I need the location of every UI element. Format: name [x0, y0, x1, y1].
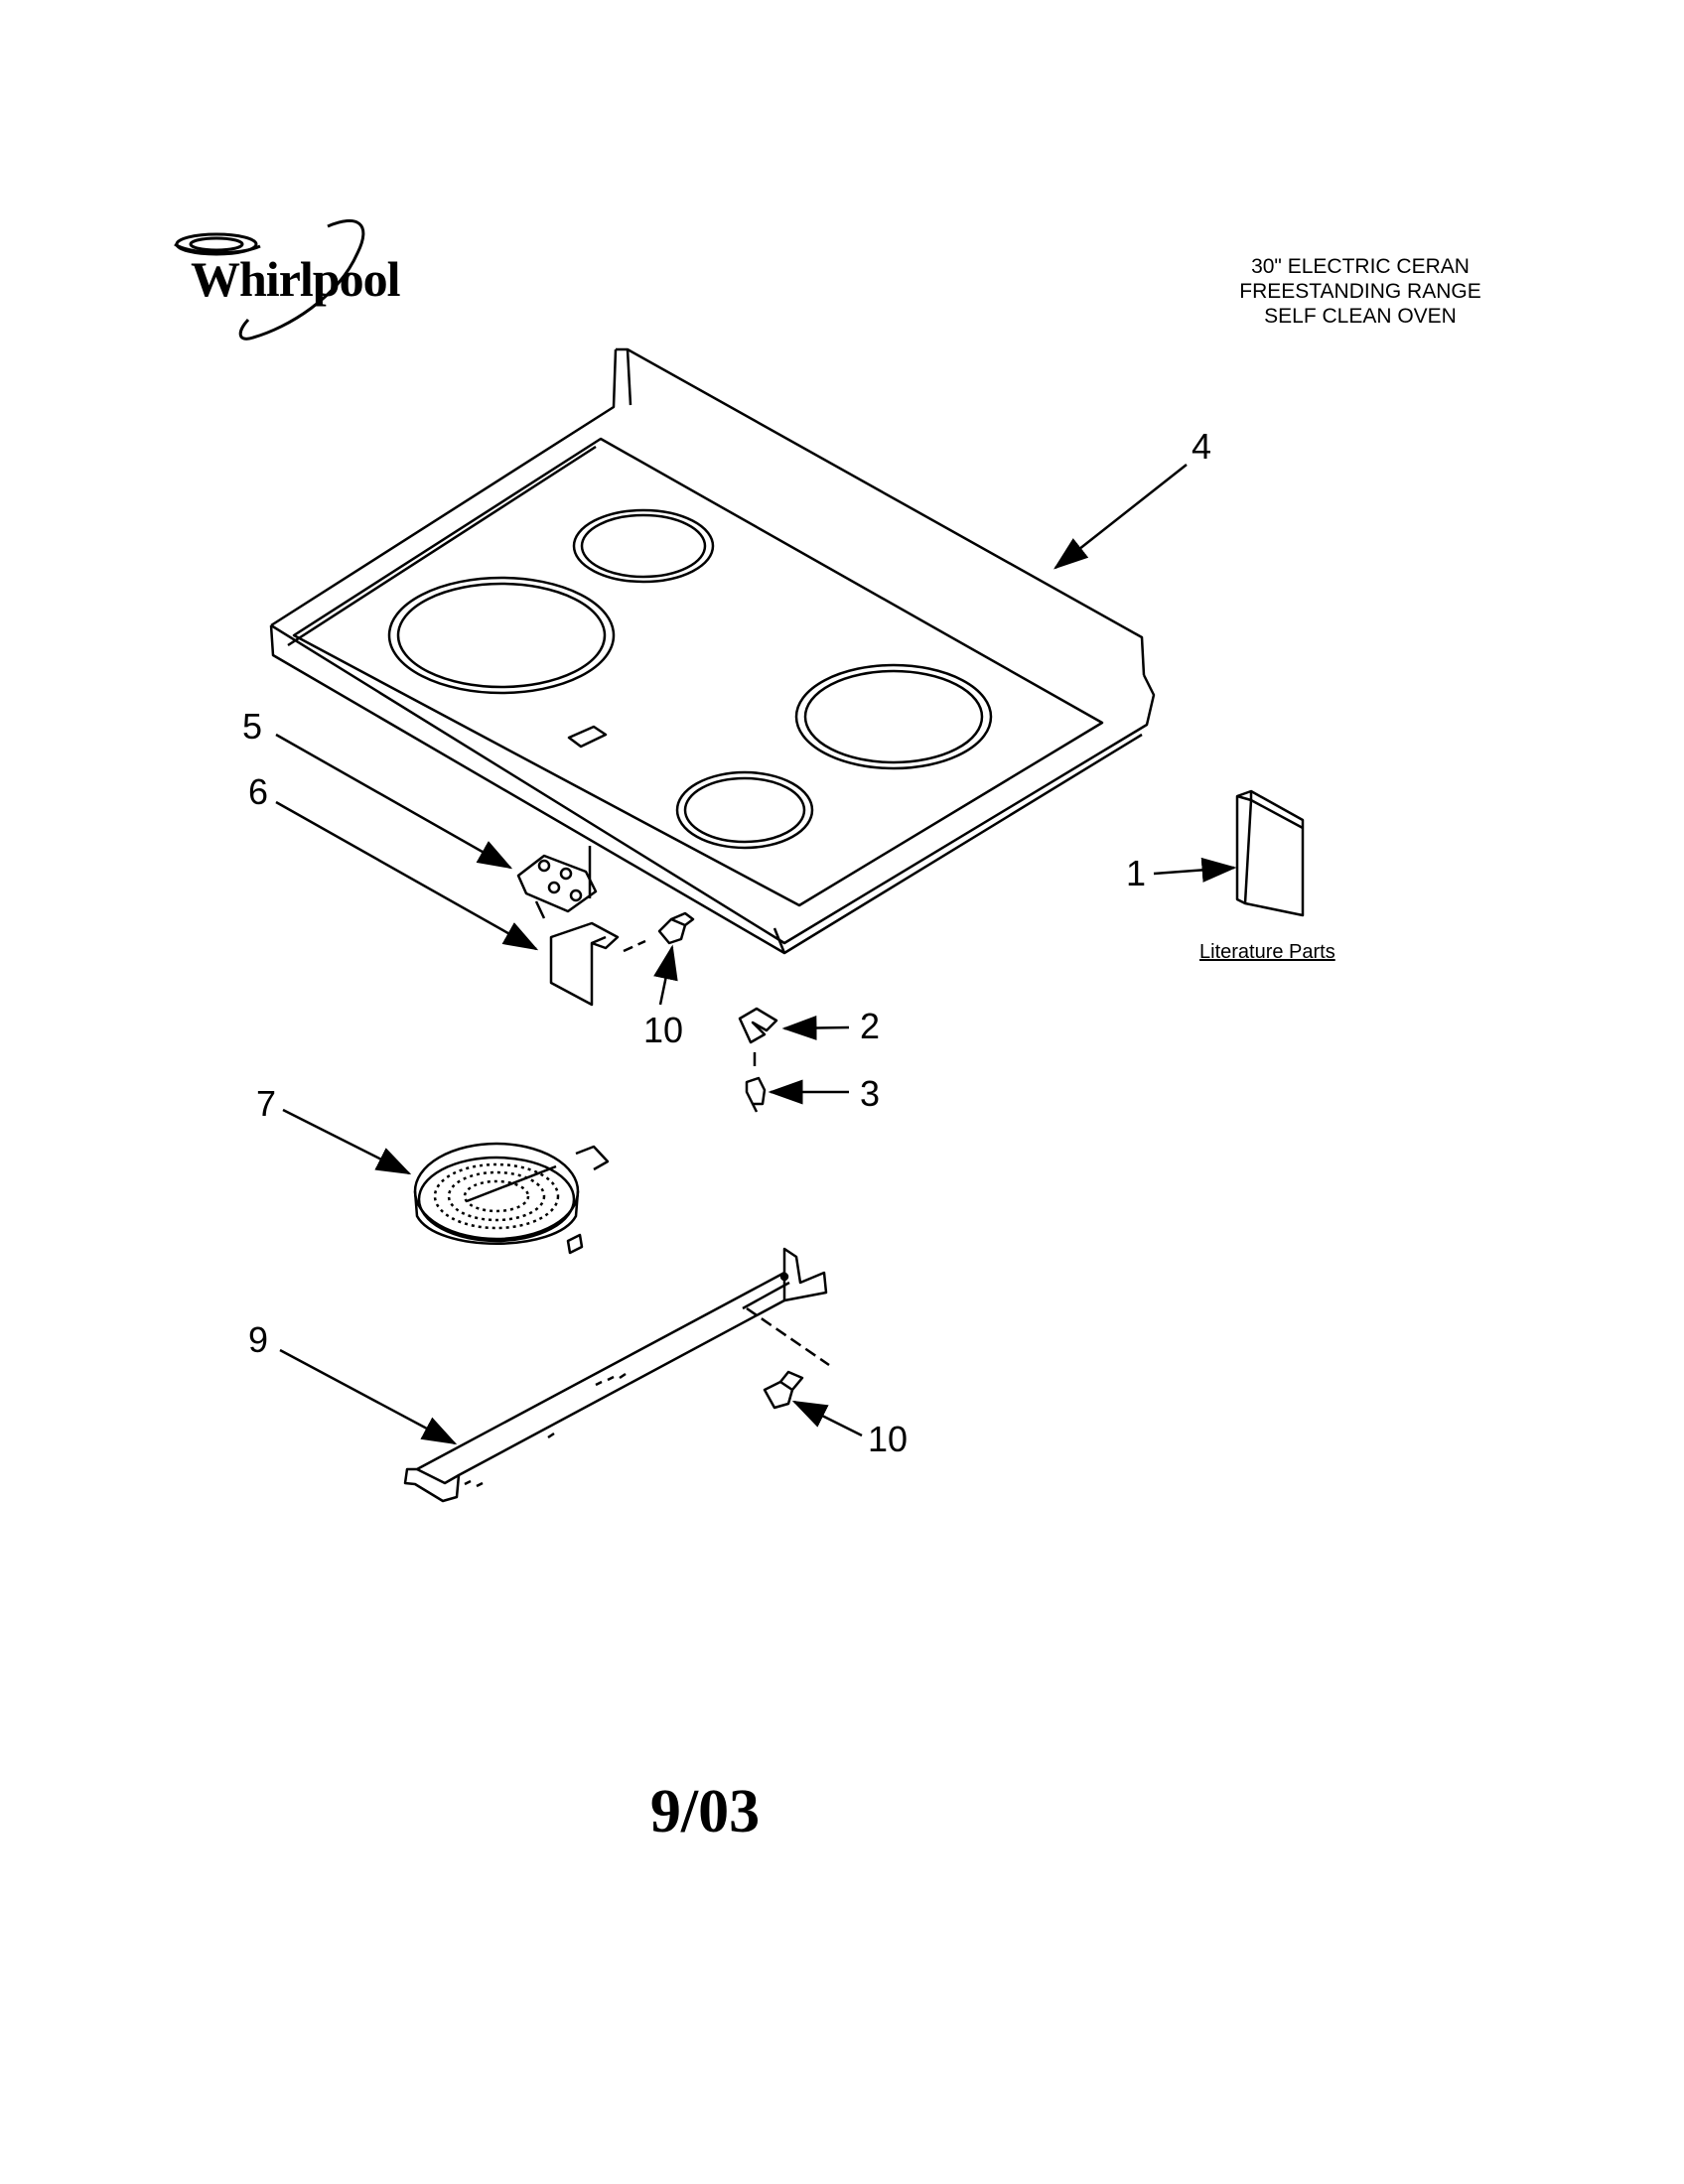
callout-6: 6 [248, 771, 269, 812]
part-3-screw [745, 1076, 767, 1113]
leader-10-upper [653, 944, 678, 1006]
part-2-clip [738, 1007, 778, 1066]
leader-10-lower [791, 1400, 863, 1437]
cooktop-main-top [269, 347, 1156, 955]
callout-4: 4 [1192, 426, 1212, 467]
part-6-bracket [549, 921, 646, 1007]
part-7-heating-element [413, 1142, 610, 1255]
literature-parts-label: Literature Parts [1199, 941, 1335, 963]
leader-4 [1053, 464, 1188, 570]
title-line-2: FREESTANDING RANGE [1239, 280, 1481, 303]
callout-3: 3 [860, 1073, 881, 1114]
leader-9 [279, 1348, 458, 1445]
part-9-support-bar [403, 1247, 830, 1503]
callout-1: 1 [1126, 853, 1147, 893]
leader-6 [275, 800, 539, 951]
callout-10-upper: 10 [643, 1010, 684, 1050]
leader-5 [275, 733, 513, 870]
title-line-1: 30" ELECTRIC CERAN [1251, 255, 1470, 278]
part-10-screw-upper [657, 911, 695, 945]
title-block: 30" ELECTRIC CERAN FREESTANDING RANGE SE… [1192, 254, 1529, 329]
callout-2: 2 [860, 1006, 881, 1046]
part-5-harness [516, 846, 598, 919]
literature-parts-booklet [1235, 789, 1305, 917]
part-10-screw-lower [763, 1370, 804, 1410]
brand-logo: Whirlpool [191, 251, 400, 307]
callout-10-lower: 10 [868, 1419, 909, 1459]
date-code: 9/03 [649, 1778, 761, 1845]
leader-1 [1153, 857, 1237, 883]
callout-5: 5 [242, 706, 263, 747]
leader-7 [282, 1108, 412, 1175]
callout-7: 7 [256, 1083, 277, 1124]
callout-9: 9 [248, 1319, 269, 1360]
title-line-3: SELF CLEAN OVEN [1264, 305, 1457, 328]
leader-2 [781, 1016, 850, 1040]
